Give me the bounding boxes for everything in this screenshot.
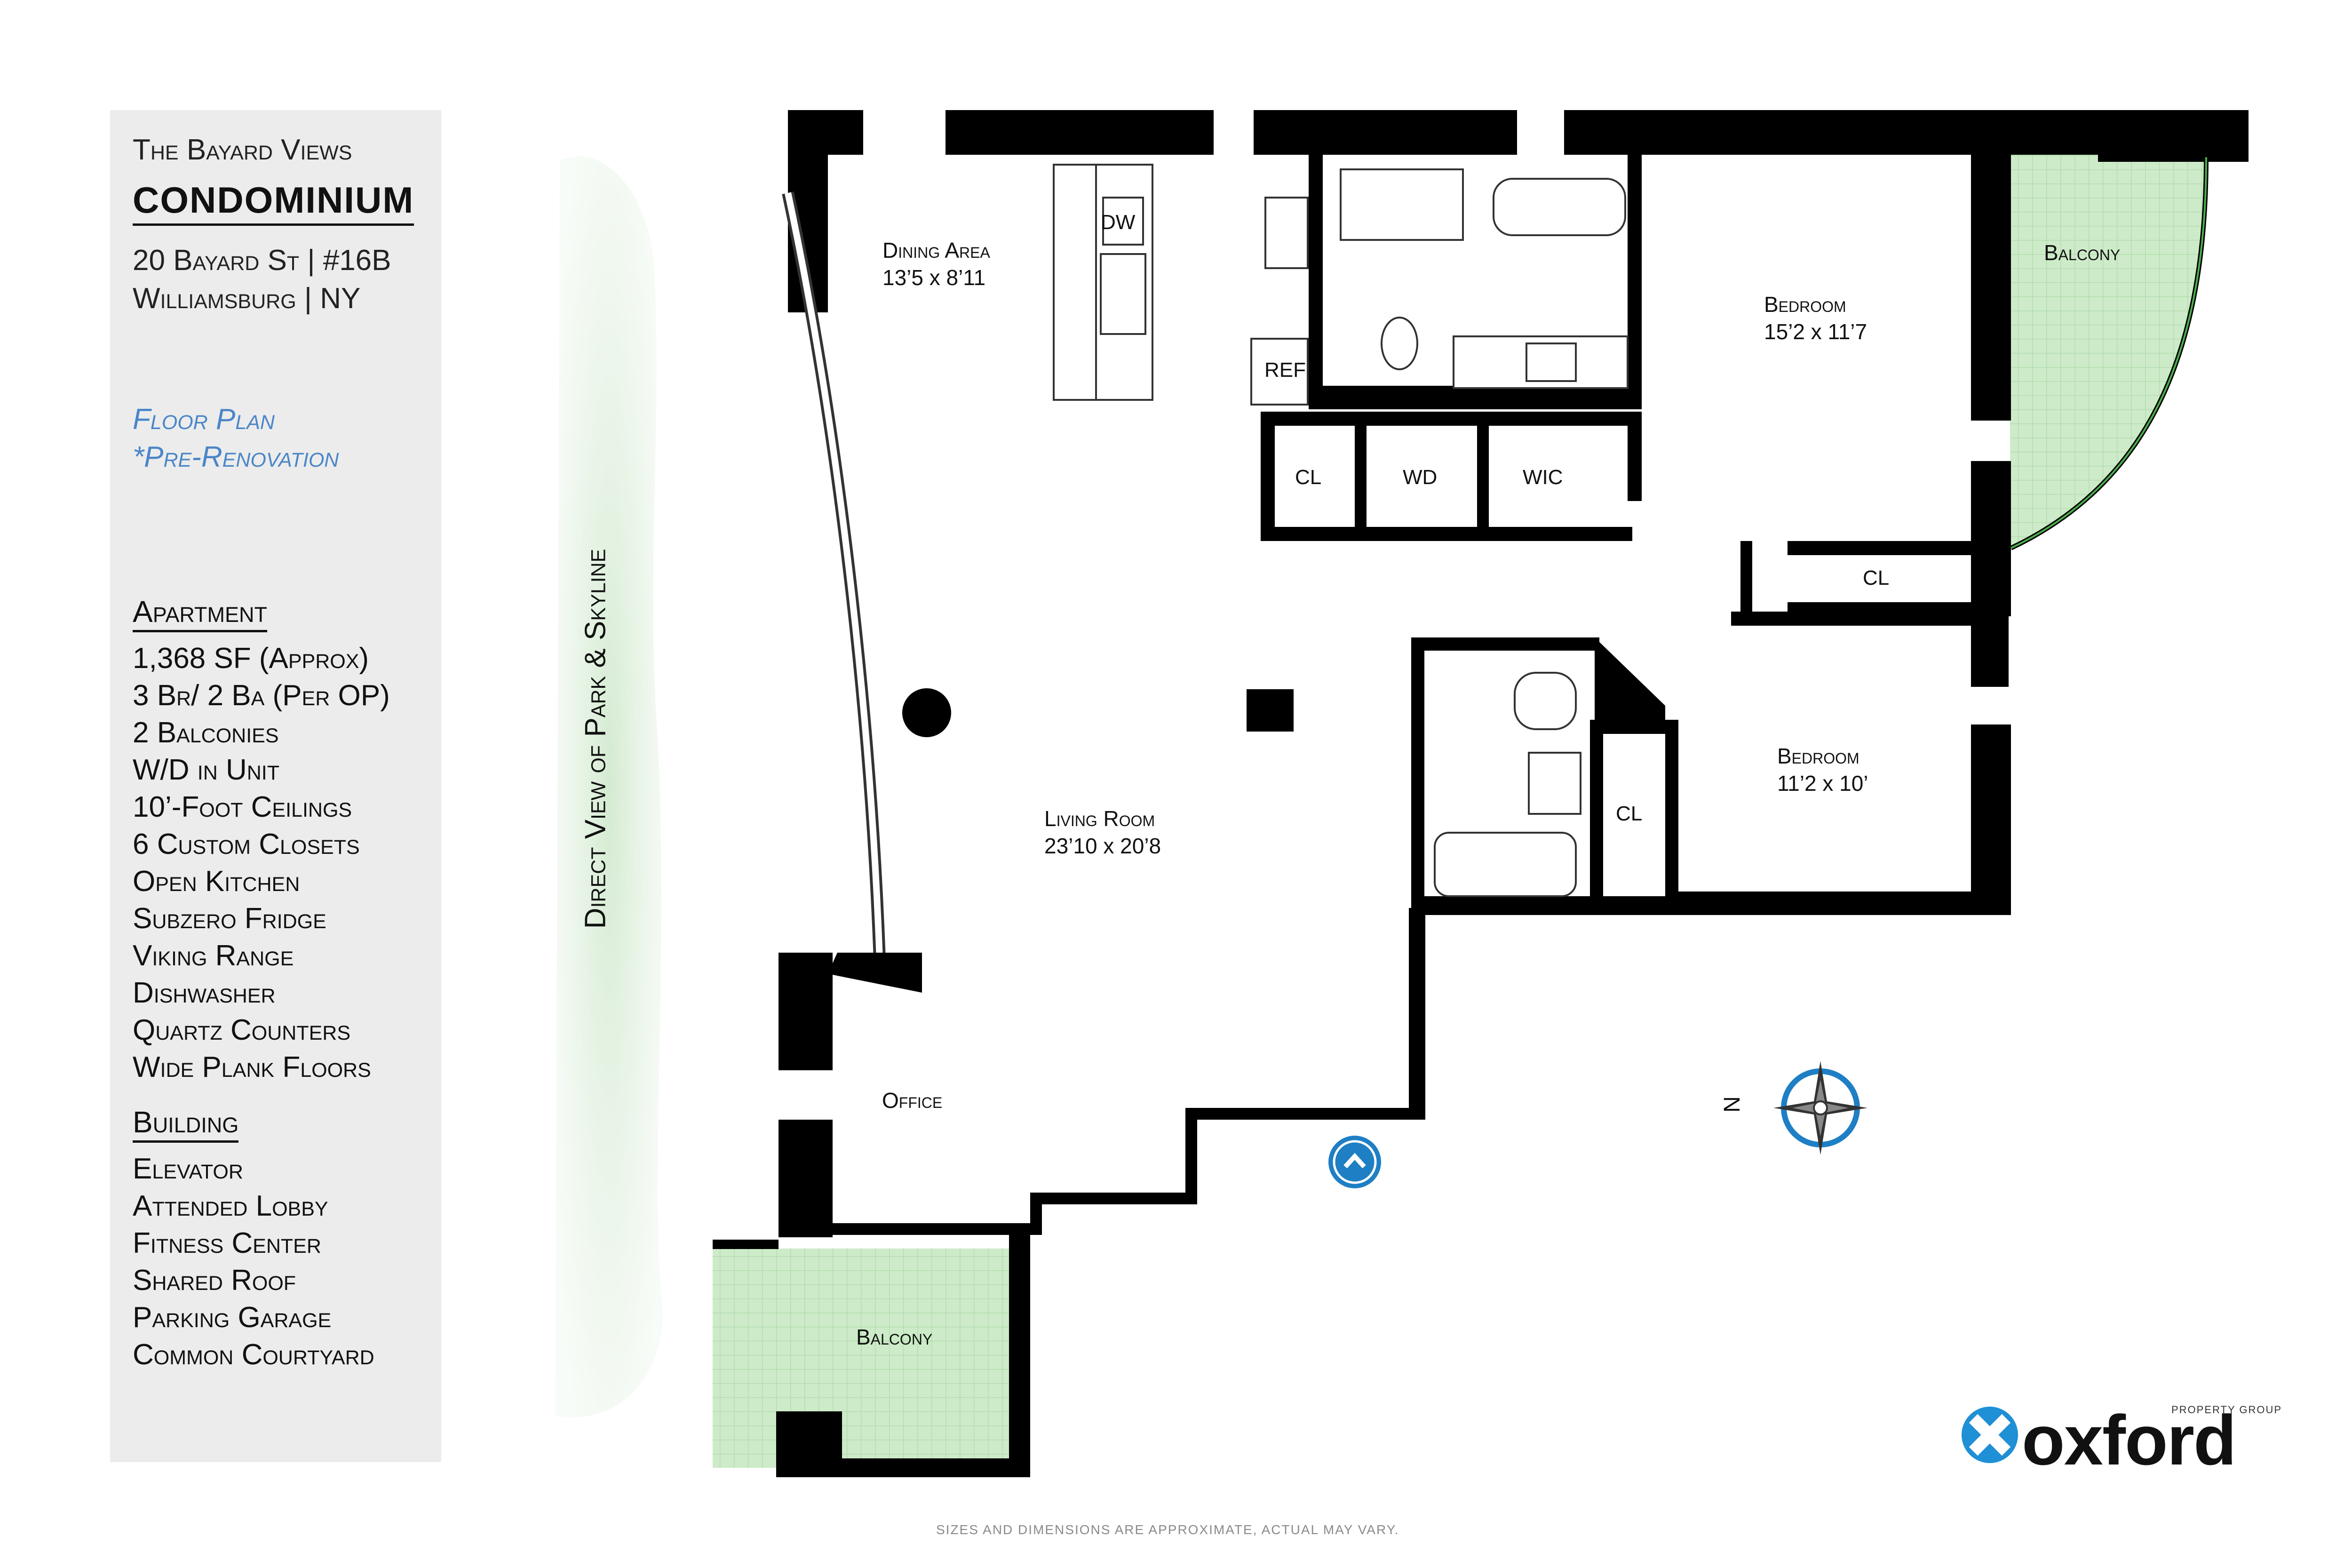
list-item: Quartz Counters bbox=[133, 1013, 351, 1046]
walk-in-closet-label: WIC bbox=[1523, 466, 1563, 489]
closet-label-1: CL bbox=[1295, 466, 1322, 489]
building-heading: Building bbox=[133, 1105, 239, 1143]
dining-area-dims: 13’5 x 8’11 bbox=[882, 265, 986, 290]
balcony-label-bottom: Balcony bbox=[856, 1325, 933, 1349]
balcony-bottom-left bbox=[713, 1249, 1021, 1468]
oxford-logo: oxford bbox=[1956, 1401, 2237, 1480]
park-view-wash bbox=[555, 156, 663, 1418]
compass-north-label: N bbox=[1719, 1096, 1745, 1113]
compass-icon bbox=[1773, 1061, 1867, 1155]
disclaimer: SIZES AND DIMENSIONS ARE APPROXIMATE, AC… bbox=[936, 1522, 1399, 1537]
park-view-label: Direct View of Park & Skyline bbox=[579, 549, 612, 929]
list-item: Shared Roof bbox=[133, 1264, 296, 1297]
entry-marker-icon bbox=[1328, 1136, 1381, 1188]
fridge-label: REF bbox=[1264, 358, 1306, 382]
apartment-list: 1,368 SF (Approx) 3 Br/ 2 Ba (Per OP) 2 … bbox=[133, 640, 441, 1086]
list-item: Common Courtyard bbox=[133, 1338, 374, 1371]
closet-label-2: CL bbox=[1863, 566, 1890, 589]
list-item: W/D in Unit bbox=[133, 753, 280, 786]
bedroom-2-dims: 11’2 x 10’ bbox=[1777, 771, 1868, 796]
floorplan-label: Floor Plan bbox=[133, 403, 275, 436]
list-item: 1,368 SF (Approx) bbox=[133, 642, 369, 675]
logo-wordmark: oxford bbox=[2022, 1401, 2237, 1480]
list-item: Dishwasher bbox=[133, 976, 276, 1009]
list-item: Wide Plank Floors bbox=[133, 1051, 371, 1083]
building-title: The Bayard Views bbox=[133, 134, 352, 166]
address-line1: 20 Bayard St | #16B bbox=[133, 244, 391, 277]
office-label: Office bbox=[882, 1088, 943, 1113]
list-item: Subzero Fridge bbox=[133, 902, 326, 935]
fixtures bbox=[1053, 164, 1629, 897]
info-sidebar: The Bayard Views CONDOMINIUM 20 Bayard S… bbox=[110, 110, 441, 1462]
logo-tagline: PROPERTY GROUP bbox=[2171, 1404, 2282, 1416]
balcony-label-top: Balcony bbox=[2044, 240, 2121, 265]
list-item: Open Kitchen bbox=[133, 865, 300, 898]
dining-area-label: Dining Area bbox=[882, 238, 990, 263]
list-item: Fitness Center bbox=[133, 1226, 321, 1259]
closet-label-3: CL bbox=[1616, 802, 1643, 825]
balcony-top-right bbox=[2008, 148, 2206, 548]
bedroom-1-label: Bedroom bbox=[1764, 292, 1846, 317]
oxford-logo-icon bbox=[1962, 1407, 2018, 1463]
list-item: Viking Range bbox=[133, 939, 294, 972]
list-item: Elevator bbox=[133, 1152, 243, 1185]
building-list: Elevator Attended Lobby Fitness Center S… bbox=[133, 1150, 441, 1373]
bedroom-1-dims: 15’2 x 11’7 bbox=[1764, 319, 1867, 344]
washer-dryer-label: WD bbox=[1403, 466, 1438, 489]
list-item: Attended Lobby bbox=[133, 1189, 328, 1222]
list-item: 2 Balconies bbox=[133, 716, 279, 749]
list-item: 6 Custom Closets bbox=[133, 828, 360, 860]
living-room-label: Living Room bbox=[1044, 806, 1155, 831]
dishwasher-label: DW bbox=[1101, 211, 1136, 234]
apartment-heading: Apartment bbox=[133, 594, 268, 632]
address-line2: Williamsburg | NY bbox=[133, 282, 361, 315]
living-room-dims: 23’10 x 20’8 bbox=[1044, 834, 1161, 858]
list-item: 3 Br/ 2 Ba (Per OP) bbox=[133, 679, 390, 712]
list-item: Parking Garage bbox=[133, 1301, 332, 1334]
list-item: 10’-Foot Ceilings bbox=[133, 790, 352, 823]
prerenovation-label: *Pre-Renovation bbox=[133, 441, 339, 474]
bedroom-2-label: Bedroom bbox=[1777, 744, 1859, 768]
building-type: CONDOMINIUM bbox=[133, 179, 414, 226]
